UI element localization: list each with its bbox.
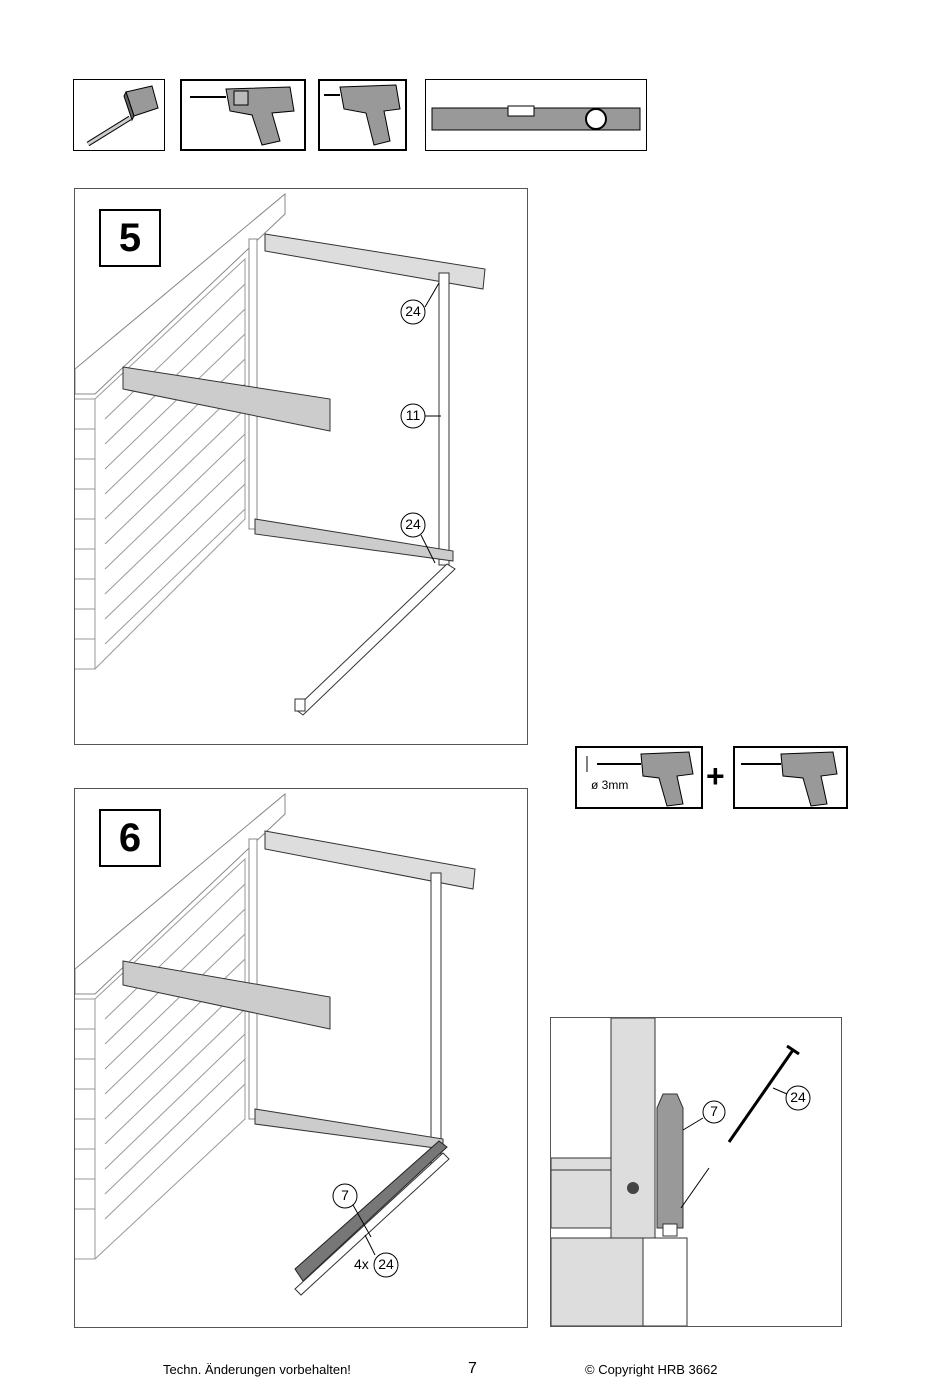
detail-illustration: [551, 1018, 811, 1326]
step-5-panel: 5: [74, 188, 528, 745]
bit-size-label: ø 3mm: [591, 778, 629, 792]
callout-11: 11: [405, 407, 421, 423]
detail-panel: 7 24: [550, 1017, 842, 1327]
tape-measure-icon: [86, 85, 159, 147]
page-number: 7: [468, 1360, 477, 1377]
drill-bit-icon: [586, 751, 694, 807]
pre-drill-tool: ø 3mm: [575, 746, 703, 809]
spirit-level-icon: [431, 105, 641, 131]
callout-7: 7: [341, 1187, 349, 1203]
drill-tool: [180, 79, 306, 151]
footer-copyright: © Copyright HRB 3662: [585, 1362, 718, 1377]
step-number: 5: [99, 209, 161, 267]
footer-disclaimer: Techn. Änderungen vorbehalten!: [163, 1362, 351, 1377]
callout-24: 24: [378, 1256, 394, 1272]
callout-qty: 4x: [354, 1256, 369, 1272]
screwdriver-icon: [741, 751, 838, 807]
detail-callout-7: 7: [710, 1103, 718, 1119]
tape-measure-tool: [73, 79, 165, 151]
plus-sign: +: [706, 758, 725, 794]
callout-24-top: 24: [405, 303, 421, 319]
screwdriver-icon: [324, 84, 401, 146]
screwdriver-tool: [318, 79, 407, 151]
step-6-illustration: [75, 792, 476, 1296]
screw-tool: [733, 746, 848, 809]
spirit-level-tool: [425, 79, 647, 151]
drill-icon: [190, 86, 295, 146]
step-5-illustration: [75, 192, 486, 716]
step-number: 6: [99, 809, 161, 867]
detail-callout-24: 24: [790, 1089, 806, 1105]
callout-24-bottom: 24: [405, 516, 421, 532]
step-6-panel: 6: [74, 788, 528, 1328]
